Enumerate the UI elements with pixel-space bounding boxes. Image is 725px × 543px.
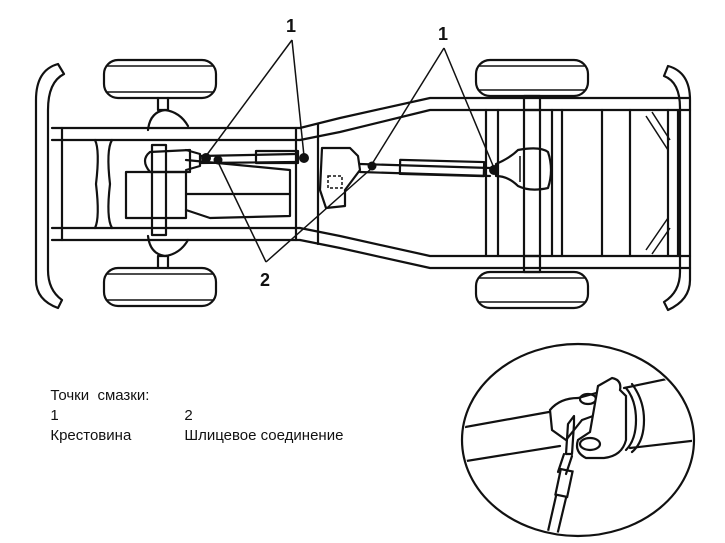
- callout-2: [217, 161, 373, 263]
- legend-row-2: 2 Шлицевое соединение: [176, 386, 343, 446]
- lube-point-spline-rear: [367, 161, 377, 171]
- callout-1-right: [371, 47, 495, 169]
- front-bumper: [34, 62, 66, 310]
- front-left-wheel: [102, 58, 218, 100]
- callout-label-1-left: 1: [286, 16, 296, 36]
- detail-view-ujoint: [460, 342, 696, 538]
- transfer-case: [318, 146, 362, 210]
- legend-item-2-number: 2: [184, 407, 193, 424]
- legend: Точки смазки: 1 Крестовина: [42, 366, 149, 446]
- rear-bumper: [662, 64, 692, 312]
- engine-transmission: [124, 143, 292, 237]
- callout-label-1-right: 1: [438, 24, 448, 44]
- legend-item-1-number: 1: [50, 407, 59, 424]
- propeller-shaft: [184, 148, 492, 178]
- rear-differential: [494, 147, 553, 191]
- lube-point-ujoint-front: [201, 153, 211, 163]
- front-right-wheel: [102, 266, 218, 308]
- lube-point-spline-front: [213, 155, 223, 165]
- callout-1-left: [205, 39, 305, 157]
- legend-item-2-text: Шлицевое соединение: [184, 427, 344, 444]
- legend-heading: Точки смазки:: [50, 387, 150, 404]
- legend-item-1-text: Крестовина: [50, 427, 132, 444]
- chassis-frame: [50, 96, 692, 270]
- lube-point-ujoint-mid: [299, 153, 309, 163]
- lube-point-ujoint-rear: [489, 165, 499, 175]
- callout-label-2: 2: [260, 270, 270, 290]
